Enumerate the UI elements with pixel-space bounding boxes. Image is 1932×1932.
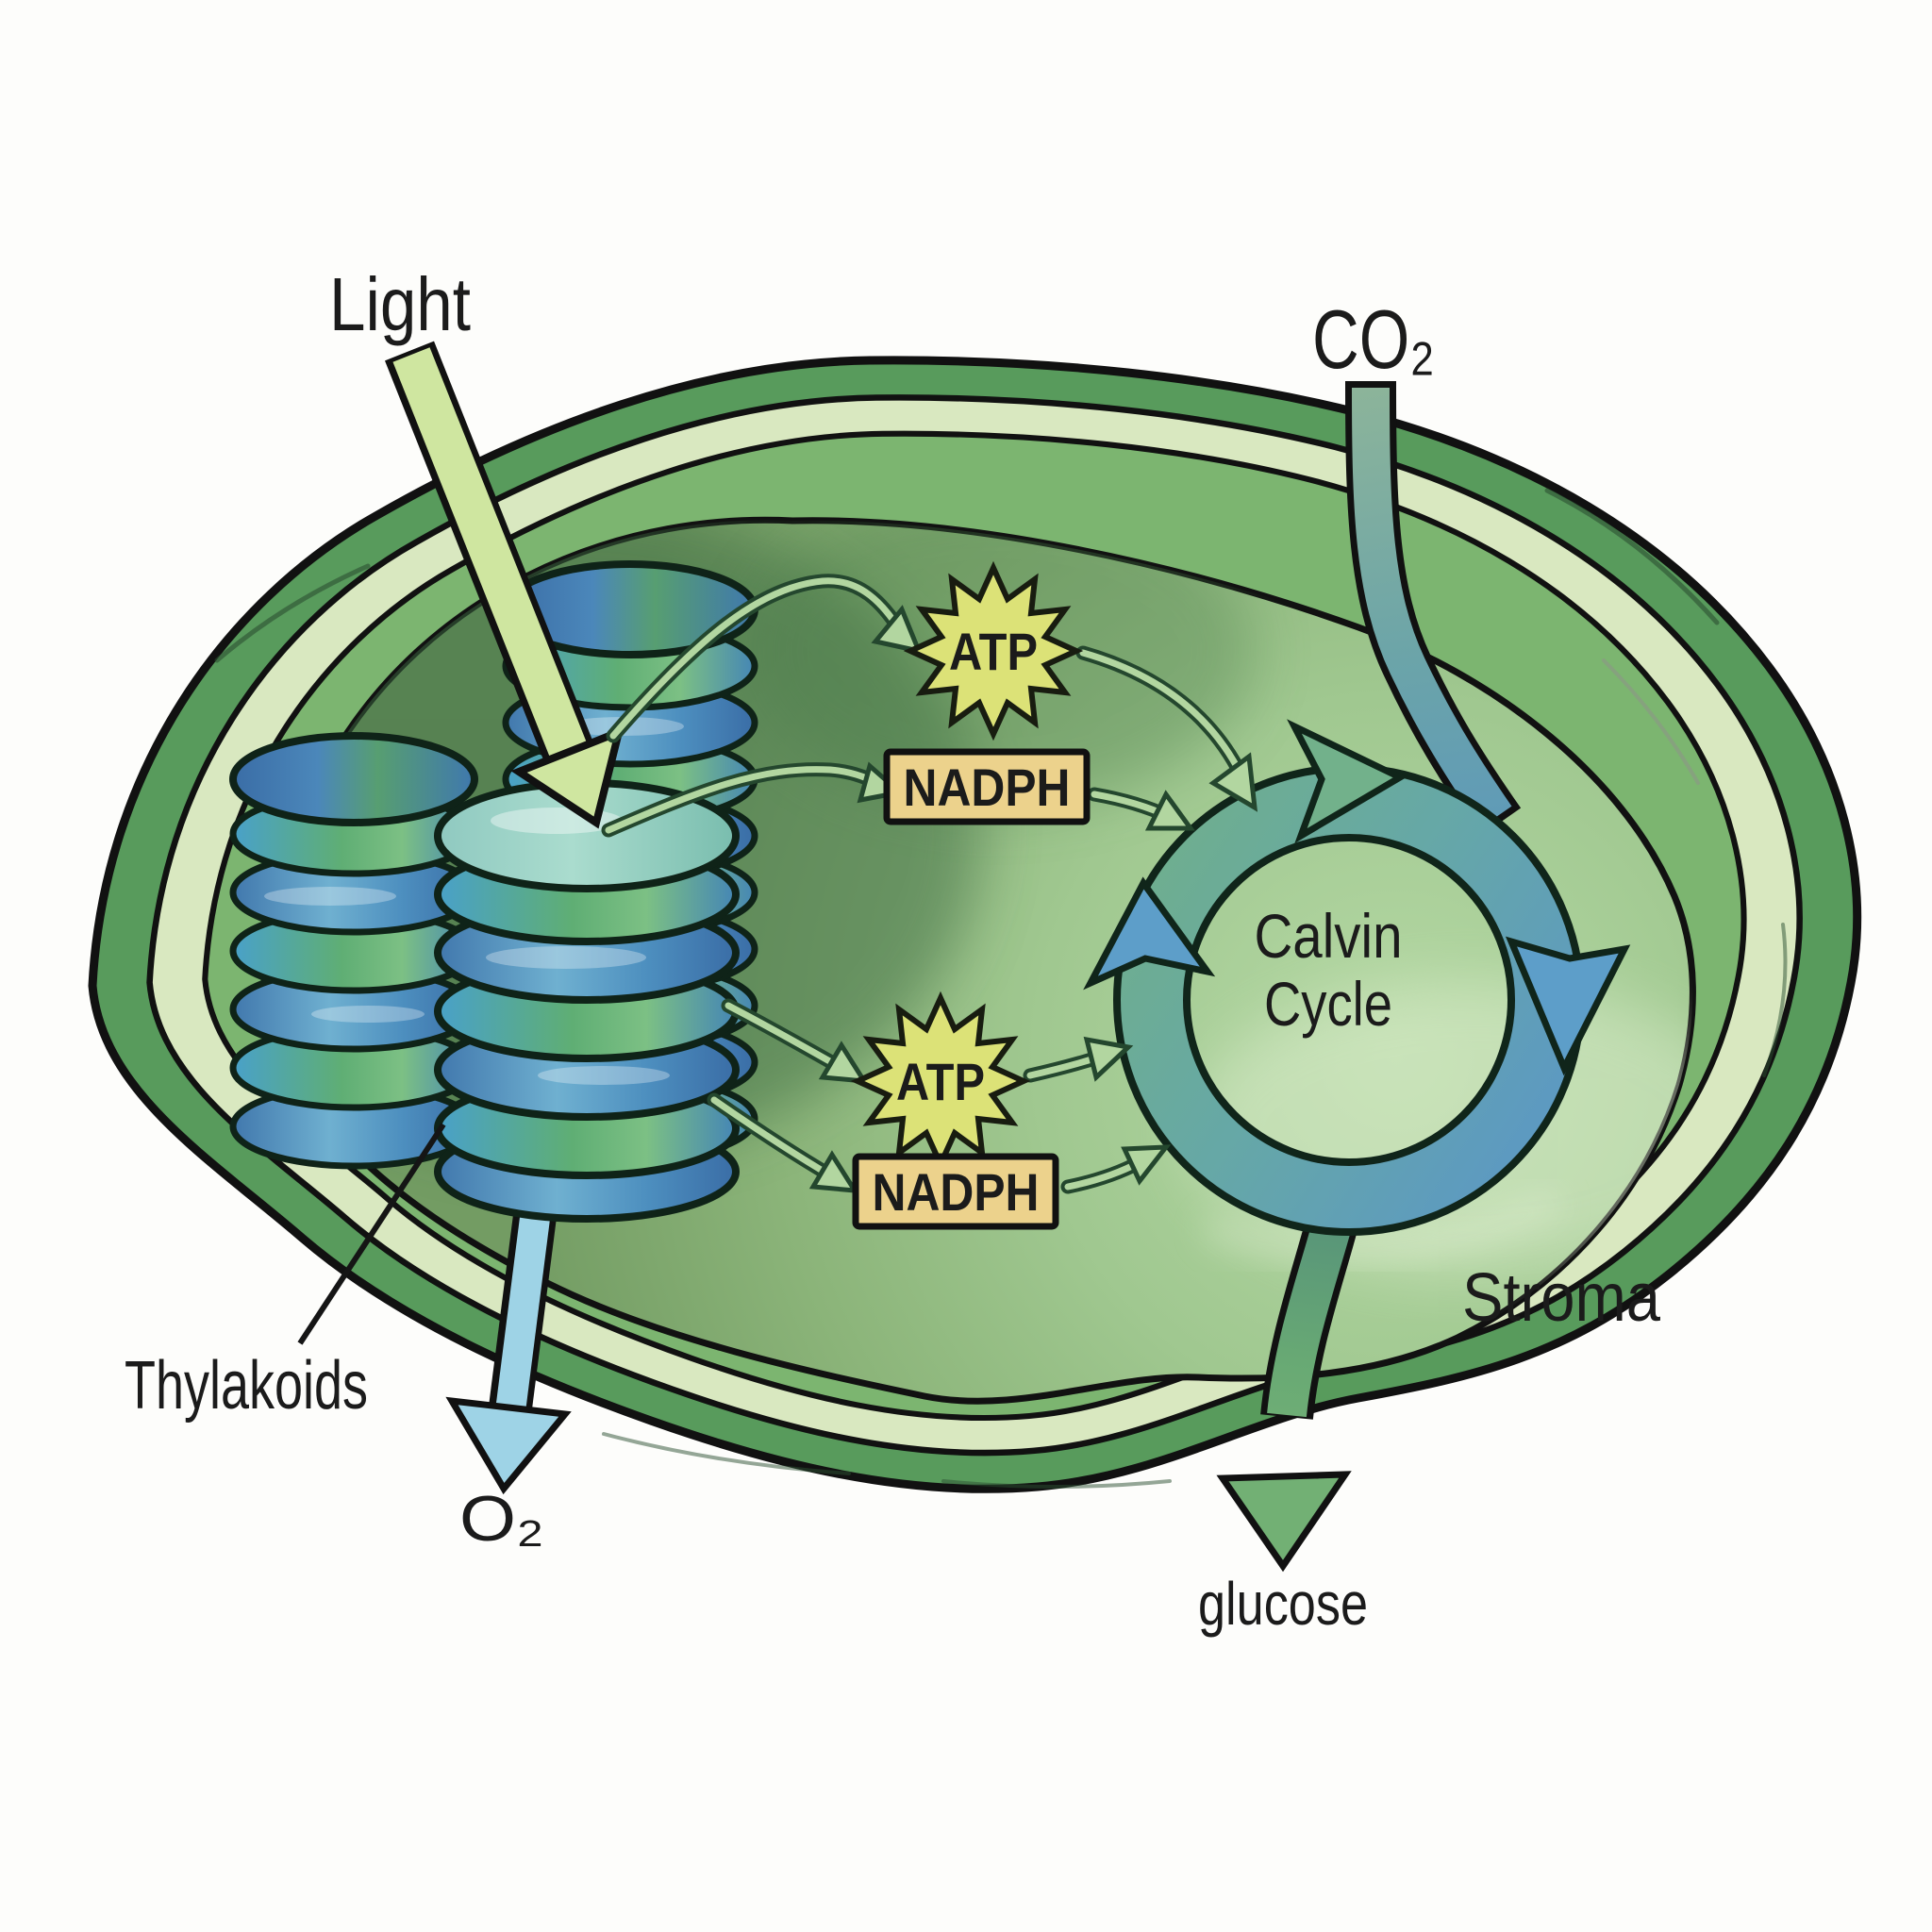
arrow-atp-upper-to-calvin — [1075, 645, 1258, 812]
light-beam-arrow — [384, 341, 625, 829]
arrow-nadph-upper-to-calvin — [1087, 787, 1195, 831]
thylakoid-stack-left — [229, 732, 478, 1170]
light-beam-arrowhead — [510, 725, 625, 829]
disk-highlight — [538, 1066, 670, 1085]
atp-label-upper: ATP — [949, 622, 1038, 681]
o2-label: O₂ — [459, 1483, 544, 1555]
arrow-atp-lower-to-calvin — [1023, 1036, 1134, 1083]
arrow-thylakoid-to-nadph-upper — [601, 761, 906, 838]
co2-flow-tube — [1345, 380, 1522, 838]
atp-label-lower: ATP — [896, 1052, 985, 1111]
disk-highlight — [264, 887, 396, 906]
arrow-thylakoid-to-atp-upper — [606, 574, 924, 743]
disk-highlight — [311, 1006, 425, 1023]
thylakoids-label: Thylakoids — [125, 1348, 368, 1424]
co2-label: CO₂ — [1312, 292, 1435, 386]
ring-arrowhead-top — [1287, 719, 1407, 843]
arrow-thylakoid-to-nadph-lower — [707, 1092, 859, 1193]
glucose-arrowhead — [1216, 1471, 1352, 1573]
disk-highlight — [486, 946, 646, 969]
thylakoid-stack-center — [434, 779, 740, 1223]
light-label: Light — [329, 262, 471, 346]
glucose-label: glucose — [1198, 1570, 1368, 1638]
nadph-box-lower — [852, 1153, 1059, 1230]
ring-arrowhead-right — [1505, 936, 1631, 1076]
nadph-box-upper — [883, 748, 1091, 825]
ring-arrowhead-left — [1083, 876, 1216, 991]
membrane-streaks — [214, 488, 1788, 1489]
nadph-label-upper: NADPH — [904, 758, 1071, 817]
calvin-cycle-label-line2: Cycle — [1264, 969, 1392, 1039]
arrow-nadph-lower-to-calvin — [1060, 1144, 1172, 1194]
calvin-cycle-label-line1: Calvin — [1255, 901, 1403, 971]
stroma-highlight-swirl — [1205, 1191, 1561, 1259]
thylakoid-stack-top — [229, 732, 478, 826]
stroma-label: Stroma — [1462, 1260, 1661, 1336]
nadph-label-lower: NADPH — [873, 1162, 1040, 1222]
thylakoids-leader-line — [297, 1123, 446, 1345]
energy-flow-arrows — [601, 574, 1258, 1194]
arrow-thylakoid-to-atp-lower — [721, 998, 869, 1084]
o2-arrowhead — [445, 1396, 572, 1495]
calvin-cycle-ring — [1083, 719, 1631, 1236]
